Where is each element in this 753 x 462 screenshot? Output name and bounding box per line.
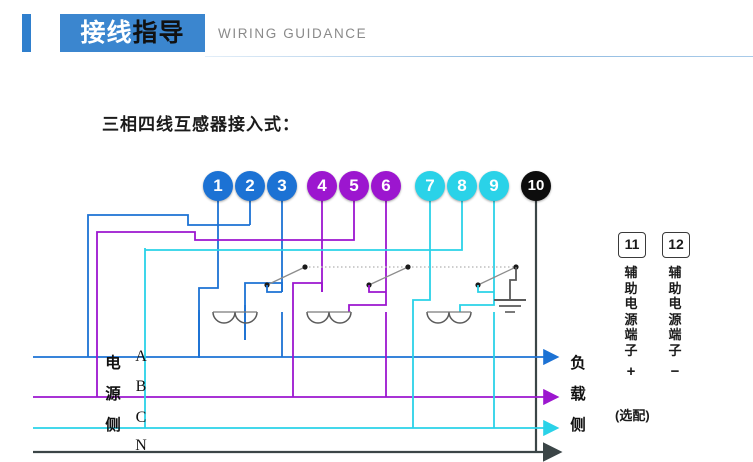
terminal-8[interactable]: 8: [447, 171, 477, 201]
page-title-part1: 接线: [80, 19, 133, 47]
phase-label-c: C: [135, 409, 147, 426]
terminal-7[interactable]: 7: [415, 171, 445, 201]
header-accent-bar: [22, 14, 31, 52]
aux-terminal-11[interactable]: 11: [618, 232, 646, 258]
phase-label-b: B: [135, 378, 147, 395]
terminal-3[interactable]: 3: [267, 171, 297, 201]
aux-optional-note: (选配): [615, 408, 650, 423]
header-subtitle: WIRING GUIDANCE: [218, 26, 368, 41]
page-title: 接线指导: [60, 14, 205, 52]
terminal-4[interactable]: 4: [307, 171, 337, 201]
terminal-10[interactable]: 10: [521, 171, 551, 201]
section-title: 三相四线互感器接入式：: [102, 115, 300, 134]
page-title-part2: 指导: [132, 19, 185, 47]
shorting-link-bus: [264, 264, 519, 288]
terminal-stubs: [217, 200, 538, 452]
page-header: 接线指导 WIRING GUIDANCE: [0, 0, 753, 60]
aux-terminal-12[interactable]: 12: [662, 232, 690, 258]
link-stubs: [266, 285, 494, 293]
phase-c-wires: [33, 248, 560, 437]
aux-terminal-11-sign: +: [626, 363, 636, 380]
header-title-background: [60, 14, 205, 52]
phase-a-wires: [33, 214, 560, 366]
terminal-5[interactable]: 5: [339, 171, 369, 201]
terminal-6[interactable]: 6: [371, 171, 401, 201]
source-side-label: 电源侧: [105, 355, 121, 434]
ground-symbol: [494, 267, 526, 313]
header-divider: [205, 56, 753, 57]
aux-terminal-12-text: 辅助电源端子: [668, 265, 682, 358]
ct-coils: [212, 311, 472, 324]
terminal-1[interactable]: 1: [203, 171, 233, 201]
aux-terminal-11-text: 辅助电源端子: [624, 265, 638, 358]
phase-b-wires: [33, 225, 560, 406]
terminal-9[interactable]: 9: [479, 171, 509, 201]
load-side-label: 负载侧: [570, 355, 586, 434]
phase-label-a: A: [135, 348, 147, 365]
phase-label-n: N: [135, 437, 147, 454]
aux-terminal-12-sign: −: [670, 363, 680, 380]
terminal-2[interactable]: 2: [235, 171, 265, 201]
